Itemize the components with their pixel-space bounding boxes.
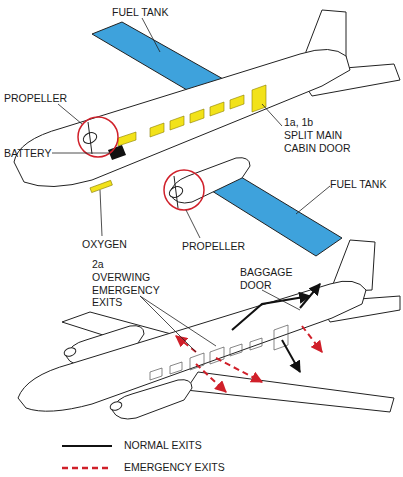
legend-line-sample (62, 467, 112, 470)
legend-line-sample (62, 445, 112, 447)
cabin-window (170, 362, 182, 374)
cabin-window (210, 102, 224, 116)
near-wing (186, 372, 394, 412)
cabin-window (230, 95, 244, 109)
part-label: PROPELLER (182, 240, 252, 253)
part-label: OVERWING EMERGENCY EXITS (92, 271, 172, 309)
cabin-window (250, 338, 262, 350)
cockpit-window (118, 132, 136, 146)
leader-line (140, 296, 196, 352)
oxygen-bottle (90, 180, 112, 192)
part-label: BATTERY (4, 147, 64, 160)
propeller-blade (174, 176, 178, 208)
normal-exit-arrow (232, 296, 310, 330)
normal-exit-arrow (282, 340, 300, 372)
emergency-exit-arrow (216, 358, 262, 382)
leader-line (186, 210, 200, 238)
leader-line (262, 104, 282, 126)
near-nacelle (170, 158, 250, 203)
propeller-spinner (63, 346, 77, 358)
leader-line (296, 186, 330, 214)
part-label: BAGGAGE DOOR (240, 266, 294, 291)
leader-line (140, 296, 216, 346)
part-label: PROPELLER (4, 92, 74, 105)
legend-text: EMERGENCY EXITS (124, 461, 225, 473)
cabin-window (230, 344, 242, 356)
cabin-window (170, 116, 184, 130)
leader-line (58, 104, 82, 124)
cabin-door (252, 85, 266, 112)
emergency-exit-arrow (302, 326, 322, 352)
propeller-blade (88, 122, 92, 154)
overwing-exit (210, 347, 224, 364)
part-label: FUEL TANK (330, 178, 400, 191)
leader-line (262, 290, 300, 310)
fuselage (14, 49, 350, 186)
emergency-exit-arrow (176, 336, 196, 352)
part-label: OXYGEN (82, 238, 142, 251)
cabin-window (150, 368, 162, 380)
part-label: 1a, 1b (284, 116, 344, 129)
overwing-exit (190, 353, 204, 370)
cabin-window (190, 109, 204, 123)
leader-line (100, 190, 102, 236)
leader-line (52, 153, 110, 154)
part-label: FUEL TANK (112, 6, 182, 19)
cabin-window (150, 123, 164, 137)
propeller-highlight (164, 170, 204, 210)
leader-line (142, 18, 160, 52)
propeller-highlight (78, 117, 118, 157)
legend-entry: EMERGENCY EXITS (124, 461, 284, 474)
part-label: 2a (92, 258, 122, 271)
legend-entry: NORMAL EXITS (124, 439, 284, 452)
near-nacelle (112, 380, 192, 419)
propeller-spinner (109, 400, 123, 412)
legend-text: NORMAL EXITS (124, 439, 202, 451)
emergency-exit-arrow (196, 364, 226, 392)
part-label: SPLIT MAIN CABIN DOOR (284, 129, 364, 154)
